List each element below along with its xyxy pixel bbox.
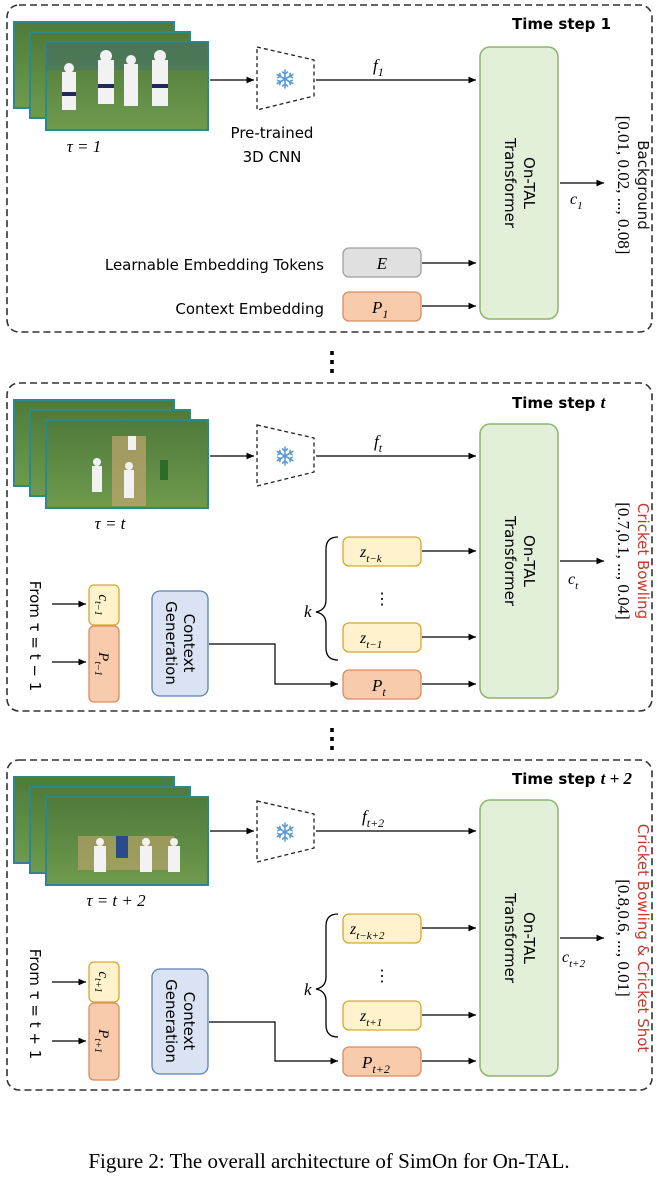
ellipsis-1: ⋮	[319, 347, 345, 376]
output-prediction: Cricket Bowling & Cricket Shot [0.8,0.6,…	[614, 824, 652, 1053]
embedding-label: Learnable Embedding Tokens	[105, 256, 324, 274]
previous-p-box	[88, 625, 120, 703]
p-out-box	[342, 1046, 422, 1077]
output-prediction: Background [0.01, 0.02, ..., 0.08]	[614, 116, 652, 255]
panel-3-title: Time step t + 2	[512, 769, 633, 788]
cnn-label-line-2: 3D CNN	[243, 148, 302, 166]
from-previous-label: From τ = t + 1	[26, 949, 44, 1060]
z-top-label: zt−k+2	[349, 921, 385, 942]
z-bottom-label: zt−1	[359, 630, 382, 651]
svg-text:ct+1: ct+1	[92, 971, 111, 992]
embedding-token: E	[376, 254, 388, 273]
window-k-label: k	[304, 602, 312, 621]
embedding-token-box	[342, 247, 422, 278]
from-previous-label: From τ = t − 1	[26, 581, 44, 692]
video-frames	[13, 21, 209, 131]
panel-2-title: Time step t	[512, 393, 607, 412]
svg-text:On-TAL: On-TAL	[520, 157, 538, 210]
previous-c-box	[88, 584, 120, 626]
previous-p-label: Pt+1	[92, 1028, 111, 1053]
z-ellipsis: ⋮	[374, 591, 390, 608]
z-top-box	[342, 913, 422, 944]
previous-c-label: ct+1	[92, 971, 111, 992]
p-out-label: Pt+2	[361, 1053, 390, 1076]
on-tal-transformer	[479, 799, 559, 1077]
transformer-label: On-TAL Transformer	[501, 515, 538, 607]
feature-label: ft+2	[362, 807, 384, 830]
output-probs: [0.01, 0.02, ..., 0.08]	[614, 116, 633, 255]
window-k-label: k	[304, 980, 312, 999]
previous-p-box	[88, 1002, 120, 1081]
previous-c-label: ct−1	[92, 594, 111, 615]
output-class: Background	[634, 140, 652, 230]
svg-text:ct−1: ct−1	[92, 594, 111, 615]
output-class: Cricket Bowling & Cricket Shot	[634, 824, 652, 1053]
output-class: Cricket Bowling	[634, 503, 652, 619]
context-generation-label: Context Generation	[162, 601, 198, 685]
feature-label: f1	[373, 56, 384, 79]
output-probs: [0.7,0.1, ..., 0.04]	[614, 502, 633, 620]
panel-time-step-t-plus-2: Time step t + 2 τ = t + 2 ft+2 On-TAL Tr…	[6, 759, 653, 1091]
svg-text:Transformer: Transformer	[501, 515, 519, 607]
video-frames	[13, 776, 209, 886]
svg-text:Generation: Generation	[162, 601, 180, 685]
context-generation-box	[151, 590, 209, 697]
p-out-label: Pt	[371, 676, 386, 699]
cnn-label-line-1: Pre-trained	[231, 124, 314, 142]
context-generation-box	[151, 968, 209, 1075]
panel-time-step-1: Time step 1 τ = 1 Pre-trained 3D CNN	[6, 4, 653, 333]
ellipsis-2: ⋮	[319, 724, 345, 753]
svg-text:Transformer: Transformer	[501, 892, 519, 984]
tau-label: τ = t	[95, 514, 127, 533]
svg-text:Transformer: Transformer	[501, 137, 519, 229]
z-bottom-label: zt+1	[359, 1008, 382, 1029]
svg-text:On-TAL: On-TAL	[520, 912, 538, 965]
context-label: Context Embedding	[175, 300, 324, 318]
output-prediction: Cricket Bowling [0.7,0.1, ..., 0.04]	[614, 502, 652, 620]
figure-caption: Figure 2: The overall architecture of Si…	[88, 1149, 569, 1173]
p-out-box	[342, 669, 422, 700]
previous-c-box	[88, 961, 120, 1003]
panel-time-step-t: Time step t τ = t ft On-TAL Transformer …	[6, 382, 653, 712]
tau-label: τ = 1	[67, 137, 102, 156]
window-brace	[315, 536, 339, 661]
z-top-box	[342, 536, 422, 567]
svg-text:Context: Context	[180, 992, 198, 1051]
output-c-label: ct	[568, 571, 579, 592]
tau-label: τ = t + 2	[86, 891, 146, 910]
window-brace	[315, 913, 339, 1038]
svg-text:Context: Context	[180, 614, 198, 673]
video-frames	[13, 399, 209, 509]
transformer-label: On-TAL Transformer	[501, 892, 538, 984]
output-probs: [0.8,0.6, ..., 0.01]	[614, 879, 633, 997]
panel-1-title: Time step 1	[512, 15, 611, 33]
feature-label: ft	[374, 432, 383, 455]
on-tal-transformer	[479, 423, 559, 699]
z-bottom-box	[342, 622, 422, 653]
svg-text:Pt+1: Pt+1	[92, 1028, 111, 1053]
on-tal-transformer	[479, 46, 559, 320]
svg-text:From τ = t − 1: From τ = t − 1	[26, 581, 44, 692]
z-bottom-box	[342, 1000, 422, 1031]
output-c-label: ct+2	[562, 949, 586, 970]
z-ellipsis: ⋮	[374, 968, 390, 985]
transformer-label: On-TAL Transformer	[501, 137, 538, 229]
z-top-label: zt−k	[359, 544, 383, 565]
context-token: P1	[371, 298, 388, 321]
context-generation-label: Context Generation	[162, 979, 198, 1063]
svg-text:Pt−1: Pt−1	[92, 651, 111, 676]
svg-text:From τ = t + 1: From τ = t + 1	[26, 949, 44, 1060]
svg-text:On-TAL: On-TAL	[520, 535, 538, 588]
context-token-box	[342, 291, 422, 322]
svg-text:Generation: Generation	[162, 979, 180, 1063]
previous-p-label: Pt−1	[92, 651, 111, 676]
output-c-label: c1	[570, 191, 583, 212]
